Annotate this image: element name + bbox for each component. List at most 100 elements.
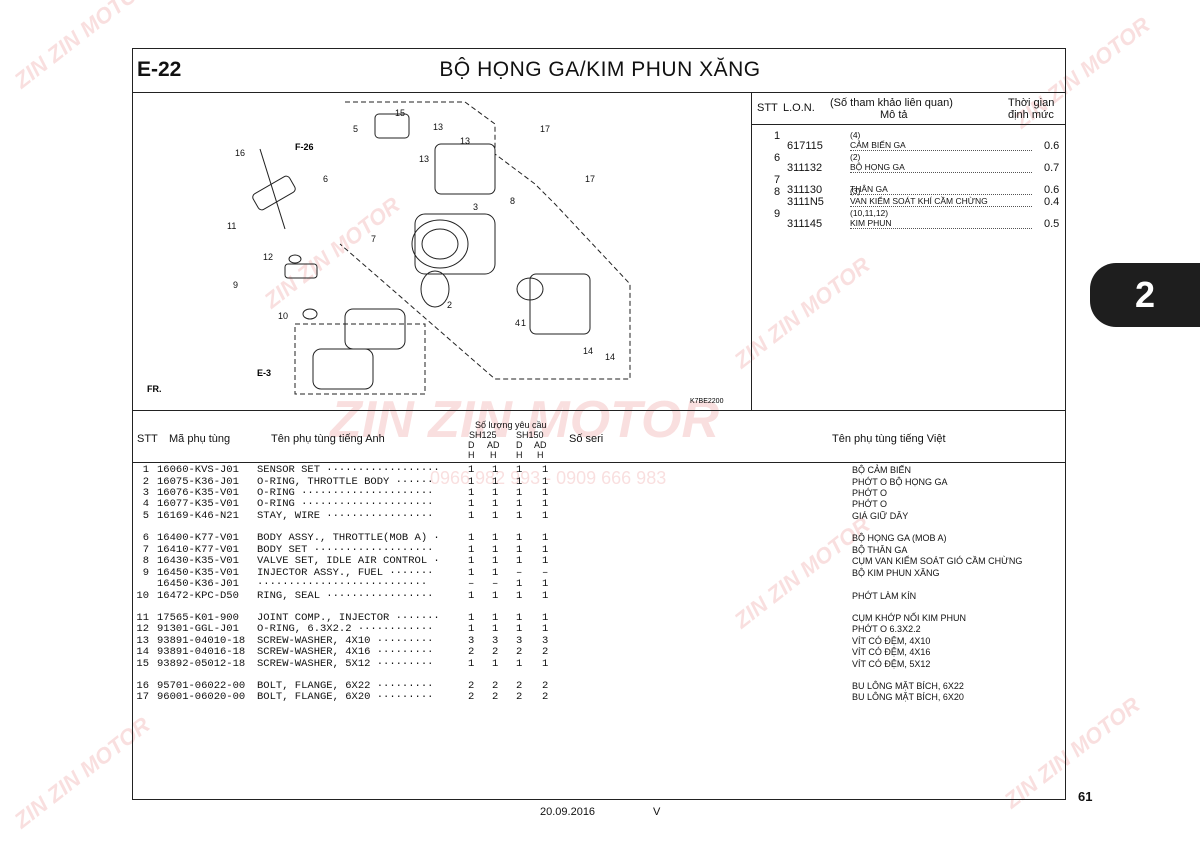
part-row-qty: 1 (542, 623, 549, 635)
page-number: 61 (1078, 789, 1093, 804)
part-row-qty: 1 (542, 532, 549, 544)
part-row-number: 16472-KPC-D50 (157, 590, 239, 602)
part-row-qty: 1 (492, 612, 499, 624)
labor-row-desc: THÂN GA (850, 184, 1032, 195)
part-row-stt: 6 (142, 532, 149, 544)
part-row-number: 16075-K36-J01 (157, 476, 239, 488)
svg-text:17: 17 (540, 124, 550, 134)
labor-row-stt: 6 (774, 152, 781, 164)
part-row-number: 16450-K36-J01 (157, 578, 239, 590)
parts-table-row: 15 93892-05012-18 SCREW-WASHER, 5X12 ·····… (0, 659, 1060, 670)
svg-text:4: 4 (515, 318, 520, 328)
svg-text:7: 7 (371, 234, 376, 244)
labor-row-desc: CẢM BIẾN GA (850, 140, 1032, 151)
part-row-stt: 11 (136, 612, 149, 624)
part-row-stt: 8 (142, 555, 149, 567)
part-row-qty: 2 (492, 680, 499, 692)
part-row-name-vn: PHỚT O (852, 499, 888, 509)
part-row-qty: 1 (492, 658, 499, 670)
part-row-qty: 1 (516, 476, 523, 488)
part-row-stt: 2 (142, 476, 149, 488)
part-row-qty: – (492, 578, 499, 590)
parts-table-top-border (132, 410, 1066, 411)
part-row-stt: 5 (142, 510, 149, 522)
part-row-name-vn: PHỚT O BỘ HỌNG GA (852, 477, 948, 487)
part-row-name-vn: PHỚT LÀM KÍN (852, 591, 917, 601)
parts-header-d1: D (468, 440, 475, 450)
svg-text:13: 13 (460, 136, 470, 146)
parts-header-stt: STT (137, 433, 158, 445)
callout-label: 1 (521, 318, 526, 328)
part-row-qty: 2 (468, 646, 475, 658)
parts-table-row: 16450-K36-J01···························… (0, 579, 1060, 590)
part-row-name-en: JOINT COMP., INJECTOR ······· (257, 612, 440, 624)
part-row-qty: 1 (468, 590, 475, 602)
labor-row-time: 0.6 (1044, 184, 1060, 196)
svg-text:11: 11 (227, 221, 236, 231)
part-row-name-en: BOLT, FLANGE, 6X22 ········· (257, 680, 434, 692)
page-title: BỘ HỌNG GA/KIM PHUN XĂNG (439, 58, 761, 81)
part-row-stt: 1 (142, 464, 149, 476)
part-row-name-en: SCREW-WASHER, 4X16 ········· (257, 646, 434, 658)
part-row-qty: 2 (516, 680, 523, 692)
part-row-qty: 1 (516, 555, 523, 567)
part-row-qty: 2 (542, 680, 549, 692)
print-date: 20.09.2016 (540, 806, 596, 818)
part-row-stt: 15 (136, 658, 149, 670)
part-row-number: 16169-K46-N21 (157, 510, 239, 522)
part-row-name-en: O-RING, 6.3X2.2 ············ (257, 623, 434, 635)
part-row-qty: 1 (492, 623, 499, 635)
labor-row-desc: KIM PHUN (850, 218, 1032, 229)
part-row-qty: 1 (516, 612, 523, 624)
labor-row-desc: BỘ HỌNG GA (850, 162, 1032, 173)
part-row-name-en: SCREW-WASHER, 4X10 ········· (257, 635, 434, 647)
ref-f26: F-26 (295, 142, 314, 152)
labor-row-code: 311132 (787, 162, 823, 174)
labor-header-lon: L.O.N. (783, 102, 815, 114)
parts-header-h3: H (516, 450, 523, 460)
part-row-qty: 2 (516, 646, 523, 658)
part-row-qty: 1 (516, 658, 523, 670)
labor-header-ref: (Số tham khảo liên quan) (830, 97, 953, 109)
part-row-name-en: SCREW-WASHER, 5X12 ········· (257, 658, 434, 670)
part-row-number: 93892-05012-18 (157, 658, 246, 670)
svg-text:2: 2 (447, 300, 452, 310)
part-row-name-vn: BU LÔNG MẶT BÍCH, 6X20 (852, 692, 964, 702)
part-row-stt: 13 (136, 635, 149, 647)
part-row-qty: 1 (492, 532, 499, 544)
part-row-qty: 1 (492, 510, 499, 522)
labor-row-code: 3111N5 (787, 196, 824, 208)
labor-header-time1: Thời gian (1008, 97, 1055, 109)
svg-text:8: 8 (510, 196, 515, 206)
part-row-name-en: VALVE SET, IDLE AIR CONTROL · (257, 555, 440, 567)
section-code: E-22 (137, 58, 182, 81)
ref-front: FR. (147, 384, 162, 394)
part-row-qty: 1 (542, 510, 549, 522)
part-row-number: 91301-GGL-J01 (157, 623, 239, 635)
part-row-qty: 1 (468, 612, 475, 624)
page-frame (132, 48, 1066, 800)
part-row-qty: 1 (542, 544, 549, 556)
part-row-qty: 1 (468, 658, 475, 670)
part-row-name-vn: VÍT CÓ ĐỆM, 5X12 (852, 659, 931, 669)
part-row-qty: 2 (516, 691, 523, 703)
svg-text:13: 13 (419, 154, 429, 164)
parts-header-sh125: SH125 (469, 430, 497, 440)
part-row-number: 16077-K35-V01 (157, 498, 239, 510)
labor-header-time2: định mức (1008, 109, 1054, 121)
part-row-stt: 17 (136, 691, 149, 703)
diagram-ref-code: K7BE2200 (690, 398, 724, 405)
part-row-name-vn: VÍT CÓ ĐỆM, 4X10 (852, 636, 931, 646)
part-row-qty: – (542, 567, 549, 579)
labor-header-border (752, 124, 1065, 125)
svg-text:5: 5 (353, 124, 358, 134)
